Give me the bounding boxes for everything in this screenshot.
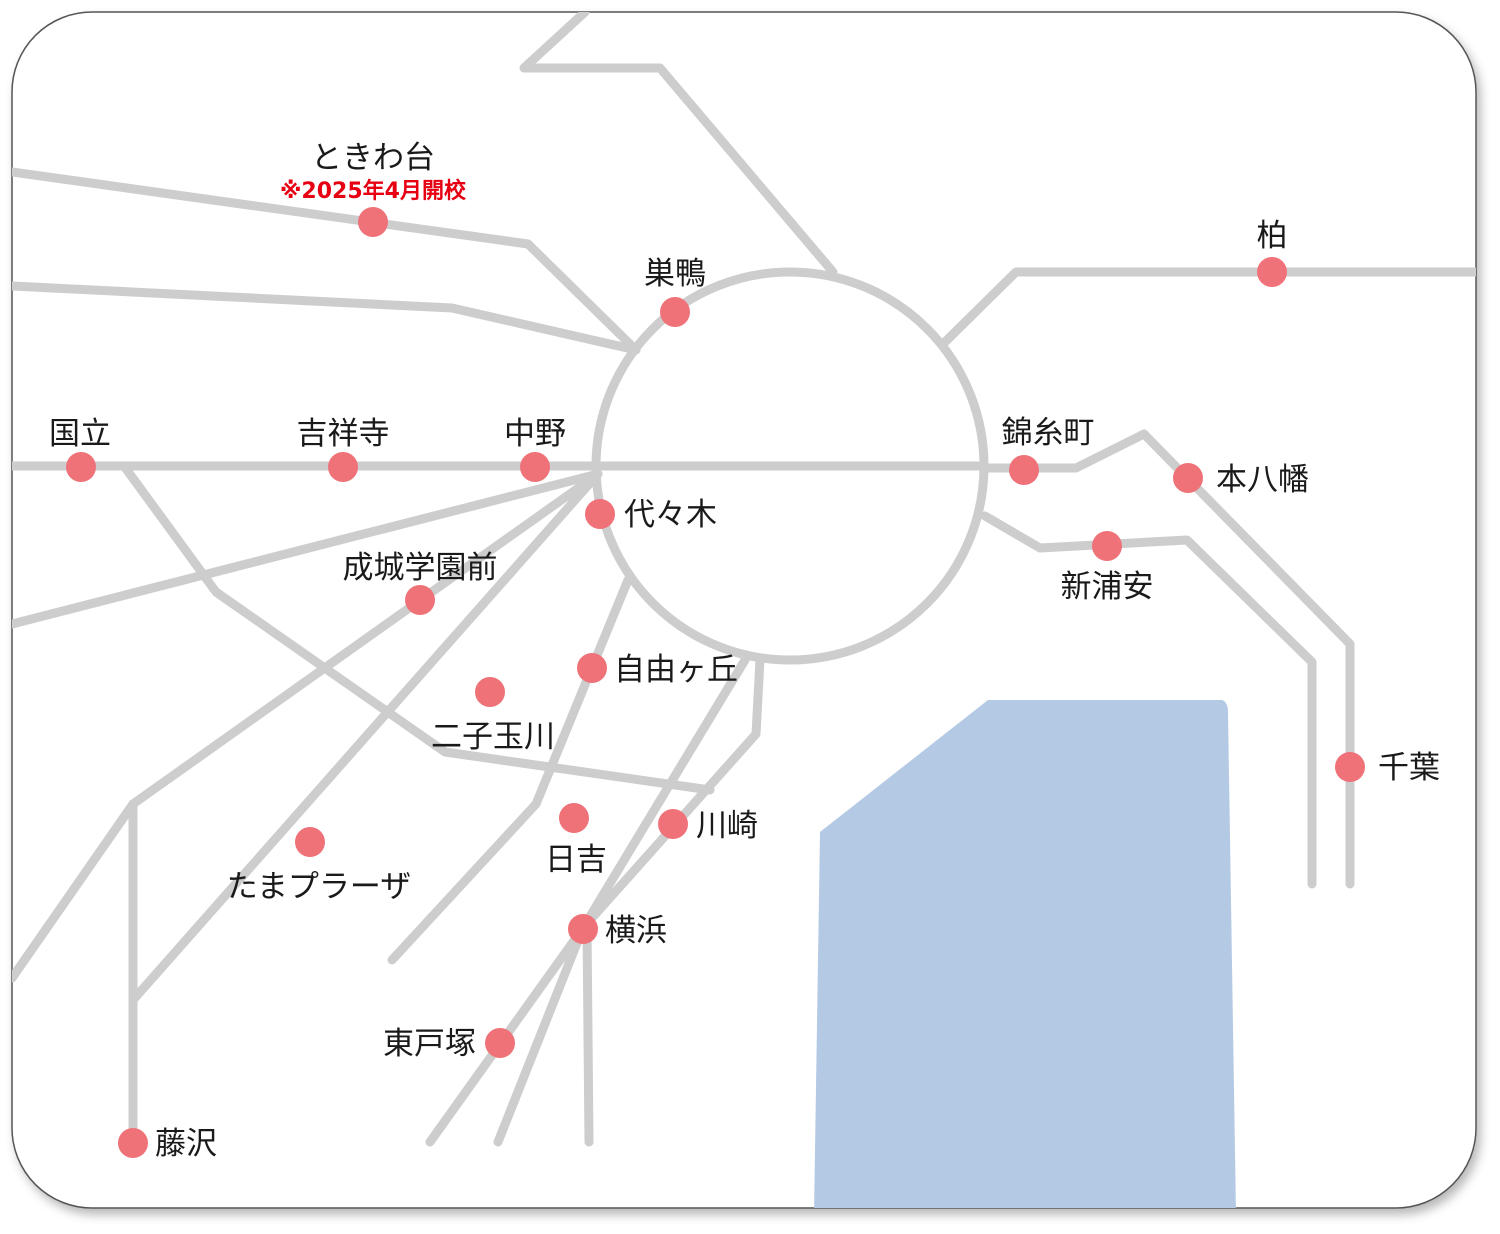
rail-line xyxy=(12,469,603,629)
station-seijogakuenmae: 成城学園前 xyxy=(343,550,498,615)
station-marker xyxy=(1092,531,1122,561)
station-marker xyxy=(328,452,358,482)
rail-lines xyxy=(12,12,1476,1147)
station-marker xyxy=(568,914,598,944)
station-name: 東戸塚 xyxy=(383,1026,476,1062)
station-marker xyxy=(1009,455,1039,485)
station-marker xyxy=(1257,257,1287,287)
station-marker xyxy=(1335,752,1365,782)
rail-line xyxy=(980,429,1355,889)
station-marker xyxy=(660,297,690,327)
station-marker xyxy=(118,1128,148,1158)
station-marker xyxy=(405,585,435,615)
rail-line xyxy=(12,281,641,355)
rail-line xyxy=(980,511,1317,889)
station-marker xyxy=(295,827,325,857)
station-name: 川崎 xyxy=(696,808,758,844)
station-marker xyxy=(559,803,589,833)
station-motoyawata: 本八幡 xyxy=(1173,462,1309,498)
station-marker xyxy=(66,452,96,482)
station-hiyoshi: 日吉 xyxy=(545,803,607,878)
station-name: 藤沢 xyxy=(155,1126,217,1162)
station-name: たまプラーザ xyxy=(227,869,411,905)
station-jiyugaoka: 自由ヶ丘 xyxy=(577,652,738,688)
station-fujisawa: 藤沢 xyxy=(118,1126,217,1162)
station-marker xyxy=(485,1028,515,1058)
station-sugamo: 巣鴨 xyxy=(644,256,706,327)
station-kunitachi: 国立 xyxy=(49,416,111,482)
station-yokohama: 横浜 xyxy=(568,913,667,949)
station-name: ときわ台 xyxy=(311,140,435,176)
station-marker xyxy=(577,653,607,683)
station-name: 中野 xyxy=(504,416,566,452)
station-shinurayasu: 新浦安 xyxy=(1061,531,1154,605)
station-yoyogi: 代々木 xyxy=(585,497,717,533)
station-name: 新浦安 xyxy=(1061,569,1154,605)
station-tamaplaza: たまプラーザ xyxy=(227,827,411,905)
rail-line xyxy=(519,12,838,277)
station-kashiwa: 柏 xyxy=(1257,218,1288,287)
station-marker xyxy=(658,809,688,839)
rail-line xyxy=(119,461,715,795)
station-name: 二子玉川 xyxy=(431,719,555,755)
station-name: 日吉 xyxy=(545,842,607,878)
rail-line xyxy=(940,267,1476,347)
sea-area xyxy=(814,700,1236,1208)
station-marker xyxy=(520,452,550,482)
station-name: 本八幡 xyxy=(1216,462,1309,498)
station-marker xyxy=(1173,463,1203,493)
station-name: 吉祥寺 xyxy=(297,416,390,452)
station-marker xyxy=(358,207,388,237)
station-higashitotsuka: 東戸塚 xyxy=(383,1026,515,1062)
station-marker xyxy=(585,499,615,529)
rail-line xyxy=(12,167,641,355)
station-futakotamagawa: 二子玉川 xyxy=(431,677,555,755)
station-name: 巣鴨 xyxy=(644,256,706,292)
rail-line xyxy=(582,923,594,1147)
yamanote-loop xyxy=(591,267,989,665)
station-kichijoji: 吉祥寺 xyxy=(297,416,390,482)
station-name: 千葉 xyxy=(1378,750,1440,786)
station-kinshicho: 錦糸町 xyxy=(1002,415,1095,485)
station-name: 成城学園前 xyxy=(343,550,498,586)
station-name: 代々木 xyxy=(624,497,717,533)
rail-line xyxy=(128,469,603,1005)
opening-note: ※2025年4月開校 xyxy=(280,178,467,204)
station-tokiwadai: ときわ台※2025年4月開校 xyxy=(280,140,467,237)
station-kawasaki: 川崎 xyxy=(658,808,758,844)
station-marker xyxy=(475,677,505,707)
station-nakano: 中野 xyxy=(504,416,566,482)
station-name: 国立 xyxy=(49,416,111,452)
station-name: 横浜 xyxy=(605,913,667,949)
station-name: 柏 xyxy=(1257,218,1288,254)
station-name: 自由ヶ丘 xyxy=(614,652,738,688)
station-name: 錦糸町 xyxy=(1002,415,1095,451)
station-chiba: 千葉 xyxy=(1335,750,1440,786)
